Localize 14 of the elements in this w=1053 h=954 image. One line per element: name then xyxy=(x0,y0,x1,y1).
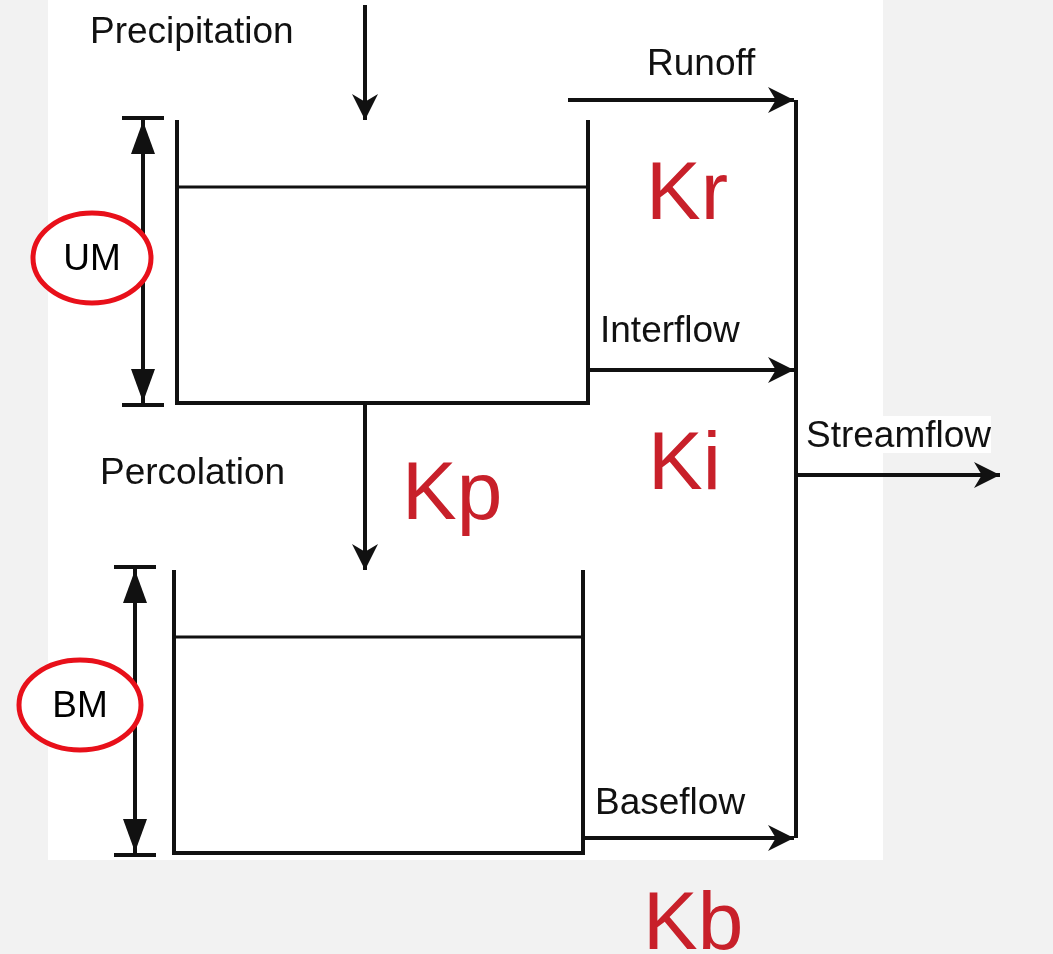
reservoir-tank xyxy=(175,120,590,405)
edge-label: Streamflow xyxy=(806,416,992,453)
coefficient-label: Ki xyxy=(648,420,721,502)
circled-label: BM xyxy=(16,657,144,753)
coefficient-label: Kr xyxy=(646,150,728,232)
flow-arrow xyxy=(585,825,794,851)
flow-arrow xyxy=(590,357,794,383)
circled-label: UM xyxy=(30,210,154,306)
coefficient-label: Kb xyxy=(643,880,744,954)
flow-arrow xyxy=(568,87,794,113)
flow-arrow xyxy=(352,5,378,120)
reservoir-tank xyxy=(172,570,585,855)
flow-arrow xyxy=(798,462,1000,488)
flow-arrow xyxy=(352,405,378,570)
